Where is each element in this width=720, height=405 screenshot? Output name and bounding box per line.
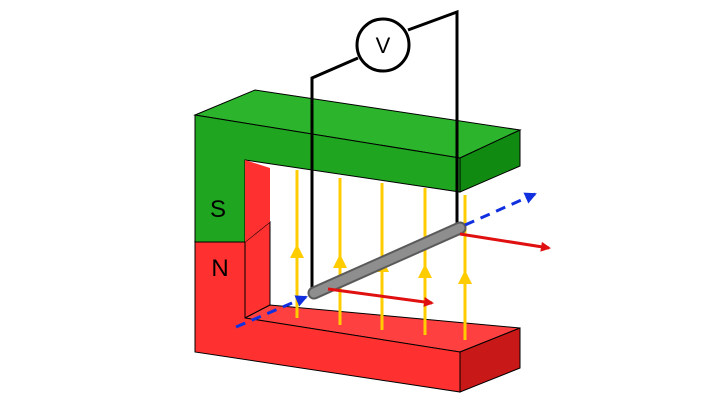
conducting-rod xyxy=(307,221,467,300)
circuit-wires xyxy=(310,9,459,292)
south-pole-label: S xyxy=(210,196,226,223)
current-direction-arrows xyxy=(235,192,537,329)
field-lines xyxy=(290,170,472,340)
north-pole-label: N xyxy=(211,255,228,282)
voltmeter-icon: V xyxy=(355,17,411,73)
voltmeter-label: V xyxy=(376,33,391,58)
motion-arrows xyxy=(327,232,551,307)
south-pole-magnet xyxy=(193,89,522,243)
